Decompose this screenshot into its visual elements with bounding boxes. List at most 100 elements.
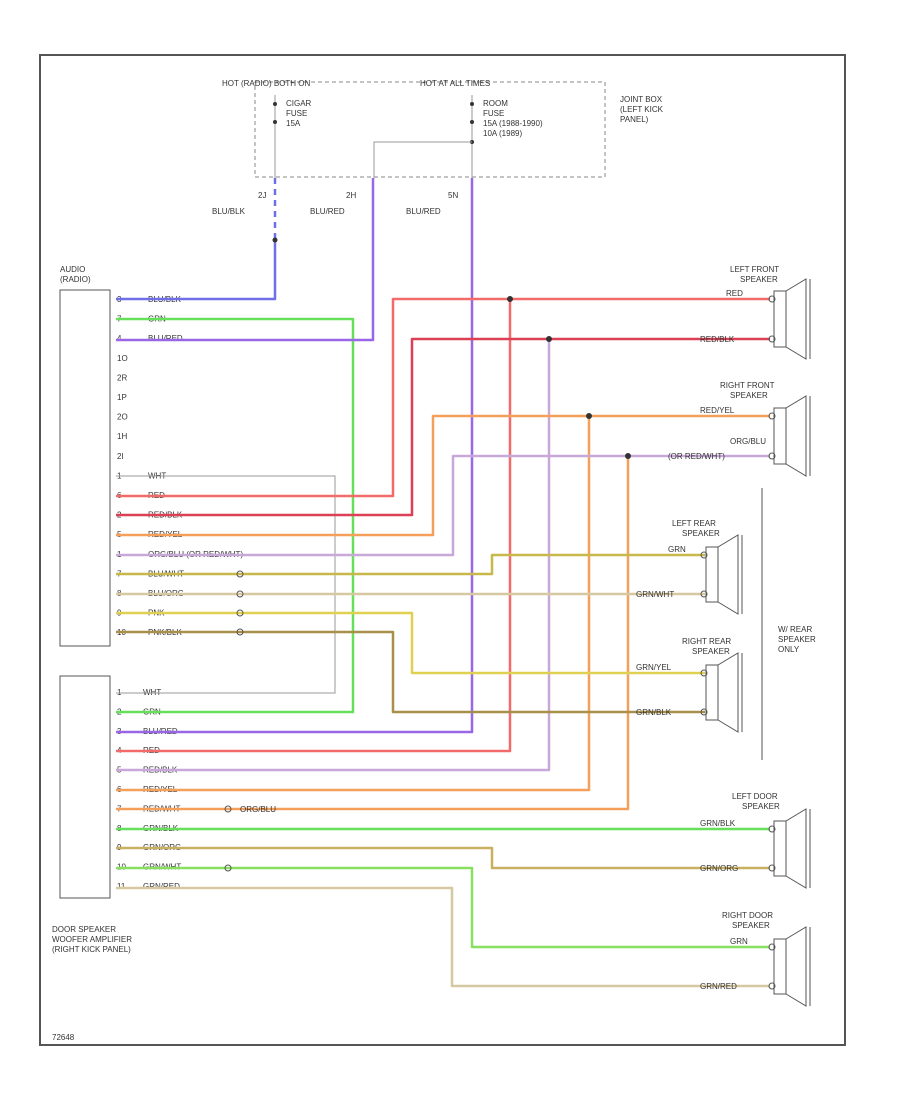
- audio-unit-box: [59, 289, 111, 647]
- speaker-terminal-b: [768, 452, 776, 460]
- connector-pnk: [236, 609, 244, 617]
- speaker-cone: [785, 808, 807, 889]
- connector-blu-org: [236, 590, 244, 598]
- speaker-wire-b: GRN/WHT: [636, 590, 674, 599]
- speaker-wire-b: (OR RED/WHT): [668, 452, 725, 461]
- speaker-terminal-b: [768, 982, 776, 990]
- speaker-magnet: [773, 938, 787, 995]
- joint-box-line-2: (LEFT KICK: [620, 105, 664, 114]
- speaker-name-1: LEFT REAR: [672, 519, 716, 528]
- speaker-cone: [717, 534, 739, 615]
- cigar-fuse-terminal-bottom: [273, 120, 277, 124]
- amp-title-3: (RIGHT KICK PANEL): [52, 945, 131, 954]
- speaker-magnet: [705, 546, 719, 603]
- speaker-wire-b: GRN/RED: [700, 982, 737, 991]
- speaker-wire-a: GRN/BLK: [700, 819, 736, 828]
- wire-pnk-blk: [116, 630, 705, 714]
- audio-pin-number: 1P: [117, 393, 127, 402]
- speaker-terminal-a: [700, 669, 708, 677]
- diagram-frame: [39, 54, 846, 1046]
- rear-note-1: W/ REAR: [778, 625, 812, 634]
- room-fuse-terminal-top: [470, 102, 474, 106]
- wire-red: [116, 297, 770, 498]
- speaker-magnet: [773, 407, 787, 465]
- speaker-name-1: RIGHT DOOR: [722, 911, 773, 920]
- connector-red-wht: [224, 805, 232, 813]
- speaker-terminal-b: [700, 590, 708, 598]
- amp-pin-wire: GRN/RED: [143, 882, 180, 891]
- wire-blu-red-5n: [116, 178, 474, 734]
- speaker-terminal-a: [768, 825, 776, 833]
- audio-connectors: [224, 570, 244, 872]
- speaker-name-2: SPEAKER: [730, 391, 768, 400]
- speaker-magnet: [773, 290, 787, 348]
- wire-grn-org: [116, 846, 770, 870]
- rear-note-2: SPEAKER: [778, 635, 816, 644]
- amp-org-blu-label: ORG/BLU: [240, 805, 276, 814]
- room-fuse-terminal-bottom: [470, 120, 474, 124]
- cigar-fuse-line-3: 15A: [286, 119, 301, 128]
- room-fuse-branch: [373, 141, 472, 178]
- speaker-terminal-a: [700, 551, 708, 559]
- speaker-name-2: SPEAKER: [740, 275, 778, 284]
- speaker-wire-b: GRN/BLK: [636, 708, 672, 717]
- speaker-wire-b: RED/BLK: [700, 335, 735, 344]
- hot-radio-label: HOT (RADIO) BOTH ON: [222, 79, 311, 88]
- wht-bus-wire: [116, 475, 336, 694]
- wire-5n-color: BLU/RED: [406, 207, 441, 216]
- wire-blu-red-2h: [116, 178, 375, 342]
- splice-red-yel: [586, 413, 592, 419]
- speaker-cone: [785, 278, 807, 360]
- speaker-terminal-a: [768, 412, 776, 420]
- wire-2j-color: BLU/BLK: [212, 207, 246, 216]
- room-fuse-line-3: 15A (1988-1990): [483, 119, 543, 128]
- speaker-name-1: RIGHT REAR: [682, 637, 731, 646]
- wire-red-blk: [116, 337, 770, 517]
- wire-org-blu-amp: [116, 456, 630, 811]
- figure-id: 72648: [52, 1033, 75, 1042]
- speaker-wire-b-top: ORG/BLU: [730, 437, 766, 446]
- speaker-terminal-a: [768, 295, 776, 303]
- amp-pin-number: 11: [117, 882, 126, 891]
- amp-title-2: WOOFER AMPLIFIER: [52, 935, 132, 944]
- splice-blu-blk: [272, 237, 278, 243]
- audio-pin-number: 1O: [117, 354, 128, 363]
- audio-pin-number: 2R: [117, 373, 127, 382]
- speaker-wire-b: GRN/ORG: [700, 864, 738, 873]
- wire-grn-wht: [116, 866, 770, 949]
- wire-red-amp: [116, 299, 512, 753]
- audio-title-2: (RADIO): [60, 275, 91, 284]
- splice-red: [507, 296, 513, 302]
- connector-grn-wht: [224, 864, 232, 872]
- audio-pin-number: 2I: [117, 452, 124, 461]
- speaker-terminal-a: [768, 943, 776, 951]
- wire-org-blu: [116, 454, 770, 557]
- splice-red-blk: [546, 336, 552, 342]
- rear-note-3: ONLY: [778, 645, 800, 654]
- speaker-wire-a: GRN: [730, 937, 748, 946]
- speaker-terminal-b: [700, 708, 708, 716]
- speaker-cone: [785, 395, 807, 477]
- room-fuse-line-1: ROOM: [483, 99, 508, 108]
- speaker-terminal-b: [768, 335, 776, 343]
- wire-2j-pin: 2J: [258, 191, 266, 200]
- room-fuse-line-4: 10A (1989): [483, 129, 522, 138]
- speaker-wire-a: GRN: [668, 545, 686, 554]
- wire-2h-pin: 2H: [346, 191, 356, 200]
- speaker-name-2: SPEAKER: [692, 647, 730, 656]
- speaker-name-2: SPEAKER: [742, 802, 780, 811]
- speaker-magnet: [705, 664, 719, 721]
- amp-unit-box: [59, 675, 111, 899]
- speaker-name-1: LEFT FRONT: [730, 265, 779, 274]
- speaker-magnet: [773, 820, 787, 877]
- speaker-name-1: LEFT DOOR: [732, 792, 778, 801]
- speaker-cone: [785, 926, 807, 1007]
- wire-blu-wht: [116, 553, 705, 576]
